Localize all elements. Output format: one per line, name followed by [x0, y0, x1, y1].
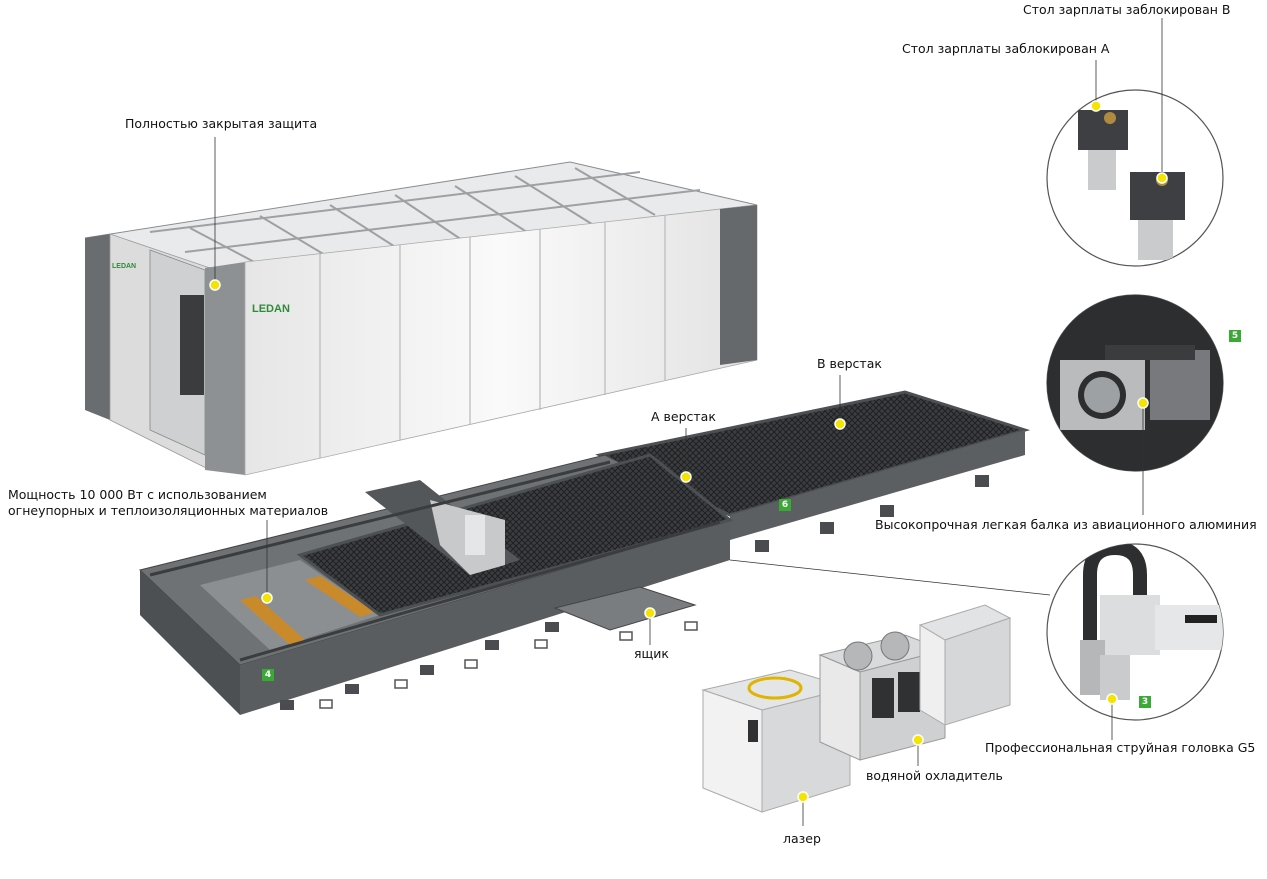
badge-3: 3 — [1139, 696, 1151, 708]
markers — [209, 100, 1168, 803]
label-enclosure: Полностью закрытая защита — [125, 116, 318, 131]
marker-beam — [1137, 397, 1149, 409]
label-power: Мощность 10 000 Вт с использованием огне… — [8, 487, 329, 518]
label-bench-b: В верстак — [817, 356, 882, 371]
badge-6: 6 — [779, 499, 791, 511]
marker-laser — [797, 791, 809, 803]
marker-lock-b — [1156, 172, 1168, 184]
cutting-bed-illustration — [138, 390, 1031, 715]
label-table-a-lock: Стол зарплаты заблокирован A — [902, 41, 1110, 56]
marker-power — [261, 592, 273, 604]
badge-4: 4 — [262, 669, 274, 681]
marker-head — [1106, 693, 1118, 705]
logo-side: LEDAN — [112, 263, 136, 270]
leader-lines — [214, 18, 1163, 826]
detail-circle-head — [1046, 543, 1224, 721]
marker-bench-a — [680, 471, 692, 483]
marker-drawer — [644, 607, 656, 619]
label-table-b-lock: Стол зарплаты заблокирован B — [1023, 2, 1231, 17]
label-chiller: водяной охладитель — [866, 768, 1003, 783]
detail-circle-beam — [1046, 294, 1224, 472]
logo-front: LEDAN — [252, 303, 290, 315]
marker-bench-b — [834, 418, 846, 430]
label-drawer: ящик — [634, 646, 669, 661]
chiller-illustration — [818, 604, 1012, 761]
label-bench-a: А верстак — [651, 409, 716, 424]
label-head: Профессиональная струйная головка G5 — [985, 740, 1256, 755]
marker-enclosure — [209, 279, 221, 291]
marker-chiller — [912, 734, 924, 746]
detail-circle-clamps — [1046, 89, 1224, 267]
label-laser: лазер — [783, 831, 821, 846]
enclosure-illustration: LEDAN LEDAN — [84, 161, 758, 476]
badge-5: 5 — [1229, 330, 1241, 342]
marker-lock-a — [1090, 100, 1102, 112]
label-beam: Высокопрочная легкая балка из авиационно… — [875, 517, 1257, 532]
